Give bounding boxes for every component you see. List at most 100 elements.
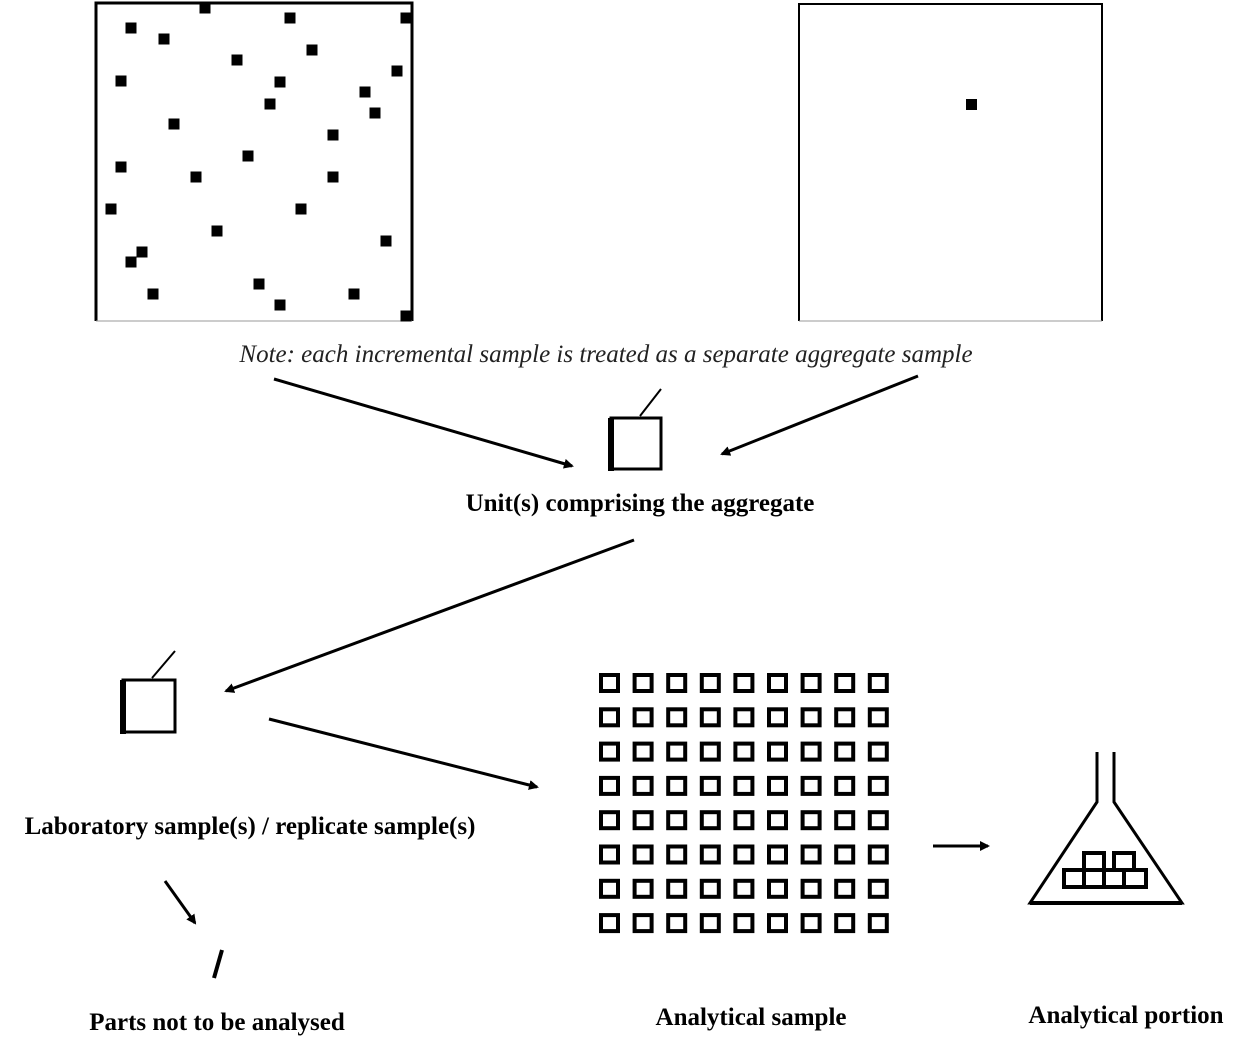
analytical-sample-unit bbox=[867, 775, 889, 796]
laboratory-sample-label: Laboratory sample(s) / replicate sample(… bbox=[25, 813, 476, 840]
analytical-sample-unit bbox=[632, 810, 654, 831]
incremental-sample-square bbox=[158, 33, 170, 45]
analytical-sample-grid bbox=[599, 673, 889, 934]
lot-with-single-sample bbox=[798, 3, 1103, 322]
incremental-sample-square bbox=[211, 225, 223, 237]
analytical-sample-unit bbox=[800, 913, 822, 934]
incremental-sample-square bbox=[348, 288, 360, 300]
analytical-sample-unit bbox=[666, 707, 688, 728]
incremental-sample-square bbox=[284, 12, 296, 24]
incremental-sample-square bbox=[327, 171, 339, 183]
incremental-sample-square bbox=[380, 235, 392, 247]
incremental-sample-square bbox=[400, 310, 412, 322]
analytical-portion-label: Analytical portion bbox=[1028, 1002, 1223, 1029]
analytical-sample-unit bbox=[733, 775, 755, 796]
incremental-sample-square bbox=[125, 256, 137, 268]
analytical-sample-unit bbox=[867, 913, 889, 934]
analytical-sample-unit bbox=[834, 775, 856, 796]
analytical-sample-unit bbox=[767, 673, 788, 693]
analytical-sample-unit bbox=[733, 810, 755, 831]
incremental-sample-square bbox=[359, 86, 371, 98]
incremental-sample-square bbox=[274, 76, 286, 88]
incremental-sample-square bbox=[168, 118, 180, 130]
analytical-sample-unit bbox=[733, 913, 755, 934]
incremental-sample-square bbox=[391, 65, 403, 77]
analytical-sample-unit bbox=[666, 741, 688, 762]
incremental-sample-square bbox=[306, 44, 318, 56]
analytical-sample-unit bbox=[599, 878, 620, 899]
analytical-sample-unit bbox=[733, 673, 755, 693]
aggregate-units-label: Unit(s) comprising the aggregate bbox=[466, 490, 815, 517]
analytical-sample-unit bbox=[632, 775, 654, 796]
incremental-sample-square bbox=[295, 203, 307, 215]
analytical-sample-unit bbox=[867, 810, 889, 831]
analytical-sample-unit bbox=[800, 707, 822, 728]
analytical-sample-unit bbox=[632, 878, 654, 899]
incremental-sample-square bbox=[125, 22, 137, 34]
analytical-sample-unit bbox=[767, 810, 788, 831]
analytical-sample-unit bbox=[834, 741, 856, 762]
analytical-sample-unit bbox=[767, 775, 788, 796]
incremental-sample-square bbox=[327, 129, 339, 141]
analytical-sample-unit bbox=[666, 844, 688, 865]
analytical-sample-unit bbox=[867, 707, 889, 728]
analytical-sample-unit bbox=[632, 913, 654, 934]
analytical-sample-unit bbox=[834, 844, 856, 865]
analytical-sample-unit bbox=[767, 844, 788, 865]
analytical-sample-unit bbox=[867, 741, 889, 762]
analytical-sample-unit bbox=[834, 810, 856, 831]
analytical-sample-unit bbox=[599, 913, 620, 934]
analytical-sample-label: Analytical sample bbox=[656, 1004, 847, 1031]
incremental-sample-square bbox=[966, 99, 977, 110]
analytical-sample-unit bbox=[699, 775, 721, 796]
note-text: Note: each incremental sample is treated… bbox=[238, 341, 972, 368]
analytical-sample-unit bbox=[834, 673, 856, 693]
arrow-lab-to-analytical-sample bbox=[268, 717, 539, 790]
analytical-sample-unit bbox=[666, 673, 688, 693]
analytical-sample-unit bbox=[800, 775, 822, 796]
analytical-sample-unit bbox=[666, 913, 688, 934]
analytical-sample-unit bbox=[767, 707, 788, 728]
analytical-sample-unit bbox=[733, 707, 755, 728]
analytical-sample-unit bbox=[599, 844, 620, 865]
analytical-sample-unit bbox=[767, 741, 788, 762]
flask-icon bbox=[1027, 752, 1185, 905]
incremental-sample-square bbox=[369, 107, 381, 119]
incremental-sample-square bbox=[199, 2, 211, 14]
analytical-sample-unit bbox=[666, 810, 688, 831]
analytical-sample-unit bbox=[800, 741, 822, 762]
aggregate-unit-icon bbox=[608, 388, 663, 471]
analytical-sample-unit bbox=[733, 844, 755, 865]
analytical-sample-unit bbox=[699, 810, 721, 831]
analytical-sample-unit bbox=[666, 775, 688, 796]
laboratory-sample-icon bbox=[120, 650, 177, 734]
arrow-right-lot-to-aggregate bbox=[720, 374, 919, 456]
analytical-sample-unit bbox=[834, 878, 856, 899]
incremental-sample-square bbox=[115, 161, 127, 173]
analytical-sample-unit bbox=[800, 810, 822, 831]
incremental-sample-square bbox=[147, 288, 159, 300]
analytical-sample-unit bbox=[599, 775, 620, 796]
analytical-sample-unit bbox=[733, 741, 755, 762]
arrow-left-lot-to-aggregate bbox=[273, 377, 574, 469]
analytical-sample-unit bbox=[867, 878, 889, 899]
analytical-sample-unit bbox=[699, 741, 721, 762]
analytical-sample-unit bbox=[834, 913, 856, 934]
analytical-sample-unit bbox=[733, 878, 755, 899]
analytical-sample-unit bbox=[800, 673, 822, 693]
analytical-sample-unit bbox=[599, 673, 620, 693]
incremental-sample-square bbox=[115, 75, 127, 87]
analytical-sample-unit bbox=[699, 707, 721, 728]
analytical-sample-unit bbox=[632, 844, 654, 865]
incremental-sample-square bbox=[136, 246, 148, 258]
analytical-sample-unit bbox=[834, 707, 856, 728]
analytical-sample-unit bbox=[699, 673, 721, 693]
parts-not-analysed-label: Parts not to be analysed bbox=[89, 1009, 345, 1036]
analytical-sample-unit bbox=[632, 741, 654, 762]
incremental-sample-square bbox=[231, 54, 243, 66]
incremental-sample-square bbox=[190, 171, 202, 183]
analytical-sample-unit bbox=[599, 810, 620, 831]
incremental-sample-square bbox=[264, 98, 276, 110]
analytical-sample-unit bbox=[867, 844, 889, 865]
